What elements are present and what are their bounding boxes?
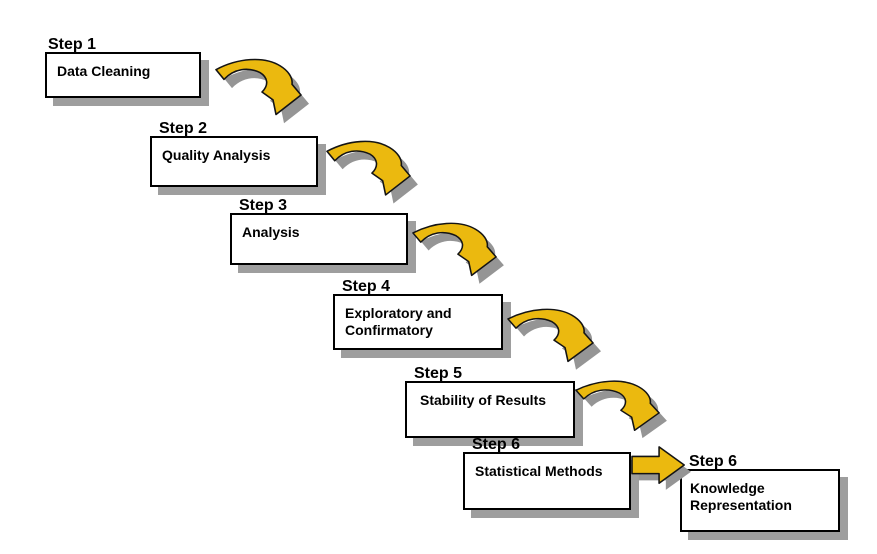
step-text: Knowledge Representation [690, 480, 792, 513]
step-group-7: Step 6 Knowledge Representation [680, 453, 840, 532]
step-group-1: Step 1 Data Cleaning [45, 36, 201, 98]
curved-arrow-icon [326, 140, 418, 204]
step-label: Step 6 [689, 453, 738, 470]
step-text: Data Cleaning [57, 63, 151, 79]
step-text: Statistical Methods [475, 463, 603, 479]
step-group-4: Step 4 Exploratory and Confirmatory [333, 278, 503, 350]
step-box: Quality Analysis [150, 136, 318, 187]
step-box: Exploratory and Confirmatory [333, 294, 503, 350]
step-group-5: Step 5 Stability of Results [405, 365, 575, 438]
step-label: Step 5 [414, 365, 463, 382]
step-label: Step 1 [48, 36, 97, 53]
step-text: Exploratory and Confirmatory [345, 305, 452, 338]
step-label: Step 4 [342, 278, 391, 295]
curved-arrow-icon [412, 222, 504, 284]
step-text: Quality Analysis [162, 147, 271, 163]
step-label: Step 3 [239, 197, 288, 214]
step-box: Analysis [230, 213, 408, 265]
step-box: Stability of Results [405, 381, 575, 438]
curved-arrow-icon [507, 308, 601, 370]
curved-arrow-icon [215, 58, 309, 124]
step-label: Step 2 [159, 120, 208, 137]
step-box: Data Cleaning [45, 52, 201, 98]
step-text: Stability of Results [420, 392, 547, 408]
step-text: Analysis [242, 224, 300, 240]
step-box: Knowledge Representation [680, 469, 840, 532]
curved-arrow-icon [575, 380, 667, 439]
step-group-2: Step 2 Quality Analysis [150, 120, 318, 187]
right-arrow-icon [631, 446, 691, 490]
step-box: Statistical Methods [463, 452, 631, 510]
step-group-6: Step 6 Statistical Methods [463, 436, 631, 510]
step-group-3: Step 3 Analysis [230, 197, 408, 265]
step-label: Step 6 [472, 436, 521, 453]
